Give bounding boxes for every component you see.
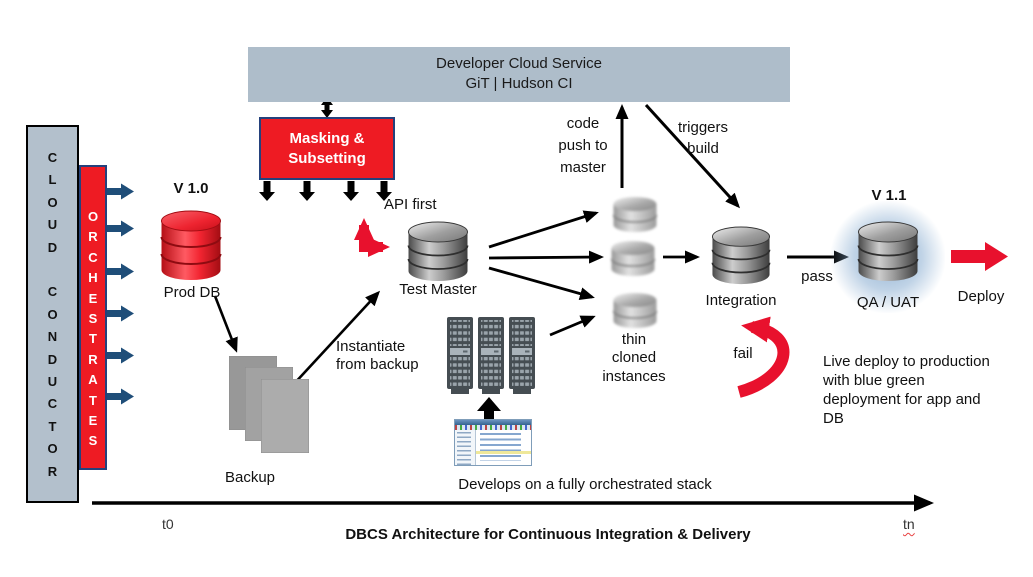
orchestrates-box: O R C H E S T R A T E S xyxy=(79,165,107,470)
code-push-label: code push to master xyxy=(558,115,608,176)
arrow-proddb-to-backup xyxy=(213,295,238,353)
arrow-testmaster-to-clone2 xyxy=(488,250,604,264)
masking-output-arrows xyxy=(259,181,392,201)
code-editor-icon xyxy=(454,419,532,466)
qa-uat-version: V 1.1 xyxy=(871,187,907,204)
live-deploy-note: Live deploy to production with blue gree… xyxy=(823,353,990,427)
triggers-build-label: triggers build xyxy=(677,119,729,157)
integration-db-icon xyxy=(711,226,771,291)
arrow-testmaster-to-clone3 xyxy=(488,266,595,301)
api-first-elbow-arrow xyxy=(354,218,390,257)
prod-db-label: Prod DB xyxy=(163,284,221,301)
thin-clones-label: thin cloned instances xyxy=(602,331,666,385)
thin-clone-db-icon xyxy=(612,292,658,335)
integration-label: Integration xyxy=(705,292,777,309)
backup-label: Backup xyxy=(224,469,276,486)
arrow-banner-masking-doublehead xyxy=(321,97,333,118)
timeline-tn: tn xyxy=(903,516,915,532)
fail-loop-arrow xyxy=(737,316,790,398)
pass-label: pass xyxy=(801,268,833,285)
deploy-label: Deploy xyxy=(957,288,1005,305)
prod-db-version: V 1.0 xyxy=(173,180,209,197)
arrow-racks-to-clones xyxy=(549,315,596,337)
arrow-testmaster-to-clone1 xyxy=(488,210,599,249)
thin-clone-db-icon xyxy=(612,196,658,239)
banner-line2: GiT | Hudson CI xyxy=(465,75,573,92)
qa-uat-label: QA / UAT xyxy=(856,294,920,311)
orchestration-arrows xyxy=(107,183,134,405)
developer-cloud-service-banner: Developer Cloud Service GiT | Hudson CI xyxy=(248,47,790,102)
timeline-t0: t0 xyxy=(162,516,174,532)
deploy-arrow xyxy=(951,242,1008,271)
test-master-db-icon xyxy=(407,221,469,288)
masking-subsetting-box: Masking & Subsetting xyxy=(259,117,395,180)
instantiate-note: Instantiate from backup xyxy=(336,338,419,374)
prod-db-icon xyxy=(160,210,222,287)
arrow-triggers-build xyxy=(644,103,741,209)
test-master-label: Test Master xyxy=(399,281,477,298)
banner-line1: Developer Cloud Service xyxy=(436,55,602,72)
cloud-conductor-box: C L O U D C O N D U C T O R xyxy=(26,125,79,503)
api-first-label: API first xyxy=(384,196,437,213)
diagram-title: DBCS Architecture for Continuous Integra… xyxy=(345,526,751,543)
server-racks-icon xyxy=(447,317,535,394)
fail-label: fail xyxy=(733,345,753,362)
dev-stack-caption: Develops on a fully orchestrated stack xyxy=(458,476,712,493)
qa-uat-db-icon xyxy=(857,221,919,288)
arrow-editor-to-racks xyxy=(477,397,501,429)
thin-clone-db-icon xyxy=(610,240,656,283)
